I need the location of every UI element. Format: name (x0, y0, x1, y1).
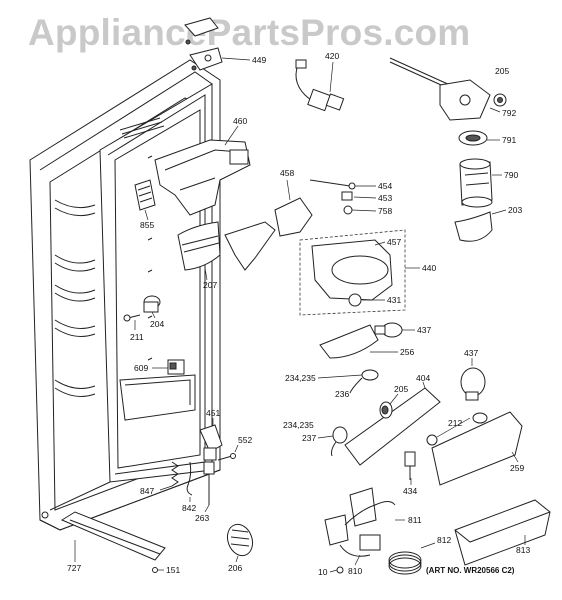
callout-labels: 449 420 205 792 460 791 790 855 458 454 … (67, 51, 530, 577)
callout-810: 810 (348, 566, 362, 576)
watermark-text: AppliancePartsPros.com (28, 12, 471, 53)
part-813-box[interactable] (454, 499, 551, 566)
part-437-bulb-a[interactable] (374, 322, 415, 338)
part-211-screw[interactable] (123, 314, 141, 330)
part-205-socket[interactable] (381, 393, 399, 415)
callout-791: 791 (502, 135, 516, 145)
callout-236: 236 (335, 389, 349, 399)
part-791-ring[interactable] (458, 130, 500, 146)
part-552-screw[interactable] (217, 444, 239, 461)
part-206-grille[interactable] (223, 521, 256, 563)
callout-205a: 205 (495, 66, 509, 76)
part-847-spring[interactable] (159, 461, 179, 491)
part-792-housing[interactable] (389, 57, 507, 121)
callout-203: 203 (508, 205, 522, 215)
callout-237: 237 (302, 433, 316, 443)
callout-212: 212 (448, 418, 462, 428)
part-790-filter[interactable] (459, 158, 502, 208)
callout-758: 758 (378, 206, 392, 216)
part-259-cover[interactable] (431, 411, 523, 486)
part-609-switch[interactable] (152, 359, 185, 375)
callout-211: 211 (130, 332, 144, 342)
part-727-kickplate[interactable] (60, 511, 166, 562)
callout-458: 458 (280, 168, 294, 178)
callout-151: 151 (166, 565, 180, 575)
part-454-453-758[interactable] (309, 179, 377, 215)
top-vent (119, 117, 165, 139)
callout-453: 453 (378, 193, 392, 203)
callout-404: 404 (416, 373, 430, 383)
callout-792: 792 (502, 108, 516, 118)
part-212-bushing[interactable] (426, 417, 471, 446)
part-256-lens[interactable] (319, 324, 398, 359)
callout-205b: 205 (394, 384, 408, 394)
part-449-hinge[interactable] (184, 17, 251, 71)
door-shelves (54, 199, 96, 397)
callout-855: 855 (140, 220, 154, 230)
callout-437b: 437 (464, 348, 478, 358)
callout-256: 256 (400, 347, 414, 357)
part-855-grille[interactable] (134, 179, 156, 221)
callout-234-235b: 234,235 (283, 420, 314, 430)
callout-790: 790 (504, 170, 518, 180)
part-458-bracket[interactable] (224, 179, 313, 271)
part-811-valve[interactable] (324, 487, 405, 574)
fridge-cabinet (29, 59, 221, 531)
callout-457: 457 (387, 237, 401, 247)
callout-454: 454 (378, 181, 392, 191)
callout-847: 847 (140, 486, 154, 496)
part-812-tube[interactable] (388, 542, 436, 575)
callout-842: 842 (182, 503, 196, 513)
callout-234-235a: 234,235 (285, 373, 316, 383)
callout-259: 259 (510, 463, 524, 473)
callout-206: 206 (228, 563, 242, 573)
callout-434: 434 (403, 486, 417, 496)
part-460-duct[interactable] (154, 125, 251, 216)
callout-437a: 437 (417, 325, 431, 335)
callout-440: 440 (422, 263, 436, 273)
part-451-bracket[interactable] (199, 418, 223, 461)
part-263-bolt[interactable] (203, 461, 215, 513)
part-203-cover[interactable] (454, 209, 507, 242)
part-434-socket[interactable] (404, 451, 416, 485)
part-420-harness[interactable] (295, 59, 345, 112)
part-404-cover[interactable] (344, 381, 441, 466)
callout-460: 460 (233, 116, 247, 126)
callout-552: 552 (238, 435, 252, 445)
callout-207: 207 (203, 280, 217, 290)
part-440-assembly[interactable] (299, 229, 420, 316)
callout-449: 449 (252, 55, 266, 65)
part-437-bulb-b[interactable] (460, 358, 486, 401)
callout-263: 263 (195, 513, 209, 523)
part-207-shield[interactable] (177, 221, 221, 281)
part-204-plug[interactable] (143, 295, 161, 319)
callout-812: 812 (437, 535, 451, 545)
callout-451: 451 (206, 408, 220, 418)
callout-811: 811 (408, 515, 422, 525)
callout-204: 204 (150, 319, 164, 329)
callout-10: 10 (318, 567, 328, 577)
art-number: (ART NO. WR20566 C2) (426, 566, 515, 575)
callout-431: 431 (387, 295, 401, 305)
part-236-clip[interactable] (317, 369, 379, 394)
callout-813: 813 (516, 545, 530, 555)
callout-727: 727 (67, 563, 81, 573)
part-151-screw[interactable] (152, 567, 165, 573)
part-842-hook[interactable] (186, 461, 193, 502)
callout-420: 420 (325, 51, 339, 61)
part-237-clip[interactable] (317, 426, 348, 457)
callout-609: 609 (134, 363, 148, 373)
